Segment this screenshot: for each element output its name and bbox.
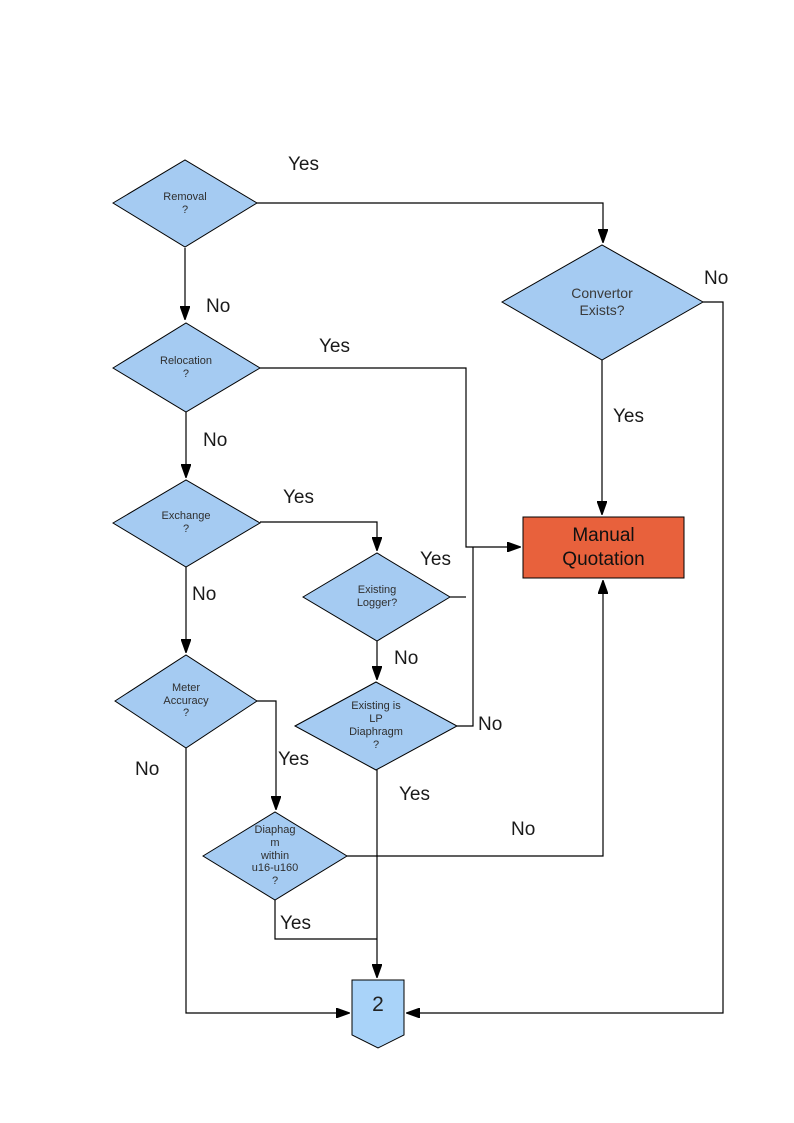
decision-meter-accuracy-shape [114,654,258,749]
edge-diaphragm-yes-join [274,900,377,940]
edge-exchange-yes [260,521,377,549]
edge-removal-yes [257,202,603,241]
offpage-connector-shape [351,979,405,1049]
edge-convertor-no [408,301,724,1013]
decision-relocation-shape [112,322,261,413]
decision-removal-shape [112,159,258,248]
edge-meter-accuracy-no [185,748,348,1013]
decision-exchange-shape [112,479,261,568]
edge-meter-accuracy-yes [257,700,276,808]
process-manual-quotation-shape [522,516,685,579]
decision-existing-logger-shape [302,552,451,642]
decision-existing-lp-diaphragm-shape [293,681,459,771]
decision-diaphragm-within-range-shape [202,811,348,901]
edge-existing-lp-no-join [457,547,474,727]
edge-relocation-yes-to-manual-quotation [260,367,519,547]
decision-convertor-exists-shape [500,244,705,361]
edge-diaphragm-no-to-manual-quotation [347,582,603,857]
